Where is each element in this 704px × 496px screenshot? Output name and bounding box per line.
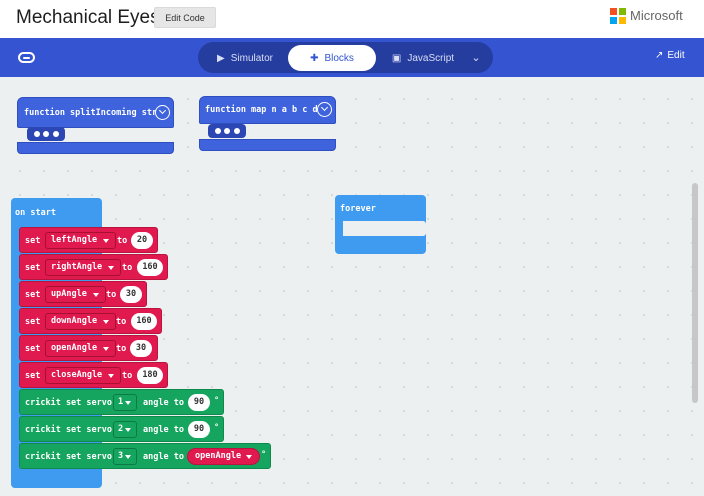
angle-input[interactable]: 90: [188, 394, 210, 411]
tab-label: Blocks: [324, 52, 354, 64]
parameters-placeholder[interactable]: [208, 124, 246, 138]
value-input[interactable]: 20: [131, 232, 153, 249]
value-input[interactable]: 30: [130, 340, 152, 357]
variable-dropdown[interactable]: rightAngle: [45, 259, 122, 276]
set-variable-block[interactable]: set leftAngle to 20: [19, 227, 158, 253]
variable-dropdown[interactable]: downAngle: [45, 313, 117, 330]
set-variable-block[interactable]: set downAngle to 160: [19, 308, 162, 334]
set-variable-block[interactable]: set closeAngle to 180: [19, 362, 168, 388]
workspace-scrollbar[interactable]: [692, 183, 698, 403]
crickit-servo-block[interactable]: crickit set servo 1 angle to 90 °: [19, 389, 224, 415]
servo-keyword: crickit set servo: [25, 425, 112, 435]
variable-dropdown[interactable]: closeAngle: [45, 367, 122, 384]
tab-blocks[interactable]: ✚ Blocks: [288, 45, 376, 71]
tab-label: JavaScript: [407, 52, 455, 64]
value-input[interactable]: 30: [120, 286, 142, 303]
set-keyword: set: [25, 263, 41, 273]
brand-label: Microsoft: [630, 8, 683, 23]
top-header: Mechanical Eyes Edit Code Microsoft: [0, 0, 704, 38]
to-keyword: to: [116, 317, 127, 327]
set-keyword: set: [25, 236, 41, 246]
to-keyword: to: [122, 371, 133, 381]
function-block-footer: [199, 139, 336, 151]
to-keyword: to: [116, 344, 127, 354]
on-start-label: on start: [15, 208, 56, 218]
chevron-down-icon[interactable]: ⌄: [471, 52, 481, 64]
crickit-servo-block[interactable]: crickit set servo 2 angle to 90 °: [19, 416, 224, 442]
expand-icon[interactable]: [317, 102, 332, 117]
edit-label: Edit: [667, 50, 685, 61]
set-keyword: set: [25, 371, 41, 381]
play-icon: ▶: [217, 52, 225, 64]
function-block-split-incoming[interactable]: function splitIncoming str: [17, 97, 174, 128]
to-keyword: to: [106, 290, 117, 300]
angle-to-keyword: angle to: [143, 452, 184, 462]
function-block-footer: [17, 142, 174, 154]
angle-input[interactable]: 90: [188, 421, 210, 438]
value-input[interactable]: 160: [131, 313, 157, 330]
degree-symbol: °: [214, 396, 220, 406]
edit-button[interactable]: ↗ Edit: [655, 50, 685, 61]
value-input[interactable]: 160: [137, 259, 163, 276]
value-input[interactable]: 180: [137, 367, 163, 384]
project-title: Mechanical Eyes: [16, 7, 160, 28]
forever-slot: [343, 221, 426, 236]
variable-dropdown[interactable]: upAngle: [45, 286, 106, 303]
servo-number-dropdown[interactable]: 3: [113, 448, 137, 465]
tab-simulator[interactable]: ▶ Simulator: [206, 45, 284, 71]
microsoft-logo-icon: [610, 8, 626, 24]
set-variable-block[interactable]: set rightAngle to 160: [19, 254, 168, 280]
set-keyword: set: [25, 290, 41, 300]
set-keyword: set: [25, 317, 41, 327]
to-keyword: to: [122, 263, 133, 273]
set-variable-block[interactable]: set upAngle to 30: [19, 281, 147, 307]
js-icon: ▣: [391, 52, 402, 64]
to-keyword: to: [117, 236, 128, 246]
expand-icon[interactable]: [155, 105, 170, 120]
gamepad-icon[interactable]: [18, 52, 35, 63]
forever-label: forever: [340, 204, 376, 214]
function-block-map[interactable]: function map n a b c d: [199, 96, 336, 124]
function-label: function splitIncoming str: [24, 108, 158, 118]
servo-number-dropdown[interactable]: 2: [113, 421, 137, 438]
tab-label: Simulator: [230, 52, 273, 64]
tab-javascript[interactable]: ▣ JavaScript: [380, 45, 466, 71]
parameters-placeholder[interactable]: [27, 127, 65, 141]
variable-dropdown[interactable]: leftAngle: [45, 232, 117, 249]
angle-to-keyword: angle to: [143, 398, 184, 408]
external-link-icon: ↗: [655, 50, 664, 61]
puzzle-icon: ✚: [310, 52, 319, 64]
angle-to-keyword: angle to: [143, 425, 184, 435]
servo-keyword: crickit set servo: [25, 398, 112, 408]
set-variable-block[interactable]: set openAngle to 30: [19, 335, 158, 361]
degree-symbol: °: [214, 423, 220, 433]
servo-number-dropdown[interactable]: 1: [113, 394, 137, 411]
variable-dropdown[interactable]: openAngle: [45, 340, 117, 357]
variable-reporter[interactable]: openAngle: [187, 448, 261, 465]
servo-keyword: crickit set servo: [25, 452, 112, 462]
set-keyword: set: [25, 344, 41, 354]
crickit-servo-block[interactable]: crickit set servo 3 angle to openAngle °: [19, 443, 271, 469]
edit-code-button[interactable]: Edit Code: [154, 7, 216, 28]
degree-symbol: °: [261, 450, 267, 460]
function-label: function map n a b c d: [205, 105, 318, 115]
